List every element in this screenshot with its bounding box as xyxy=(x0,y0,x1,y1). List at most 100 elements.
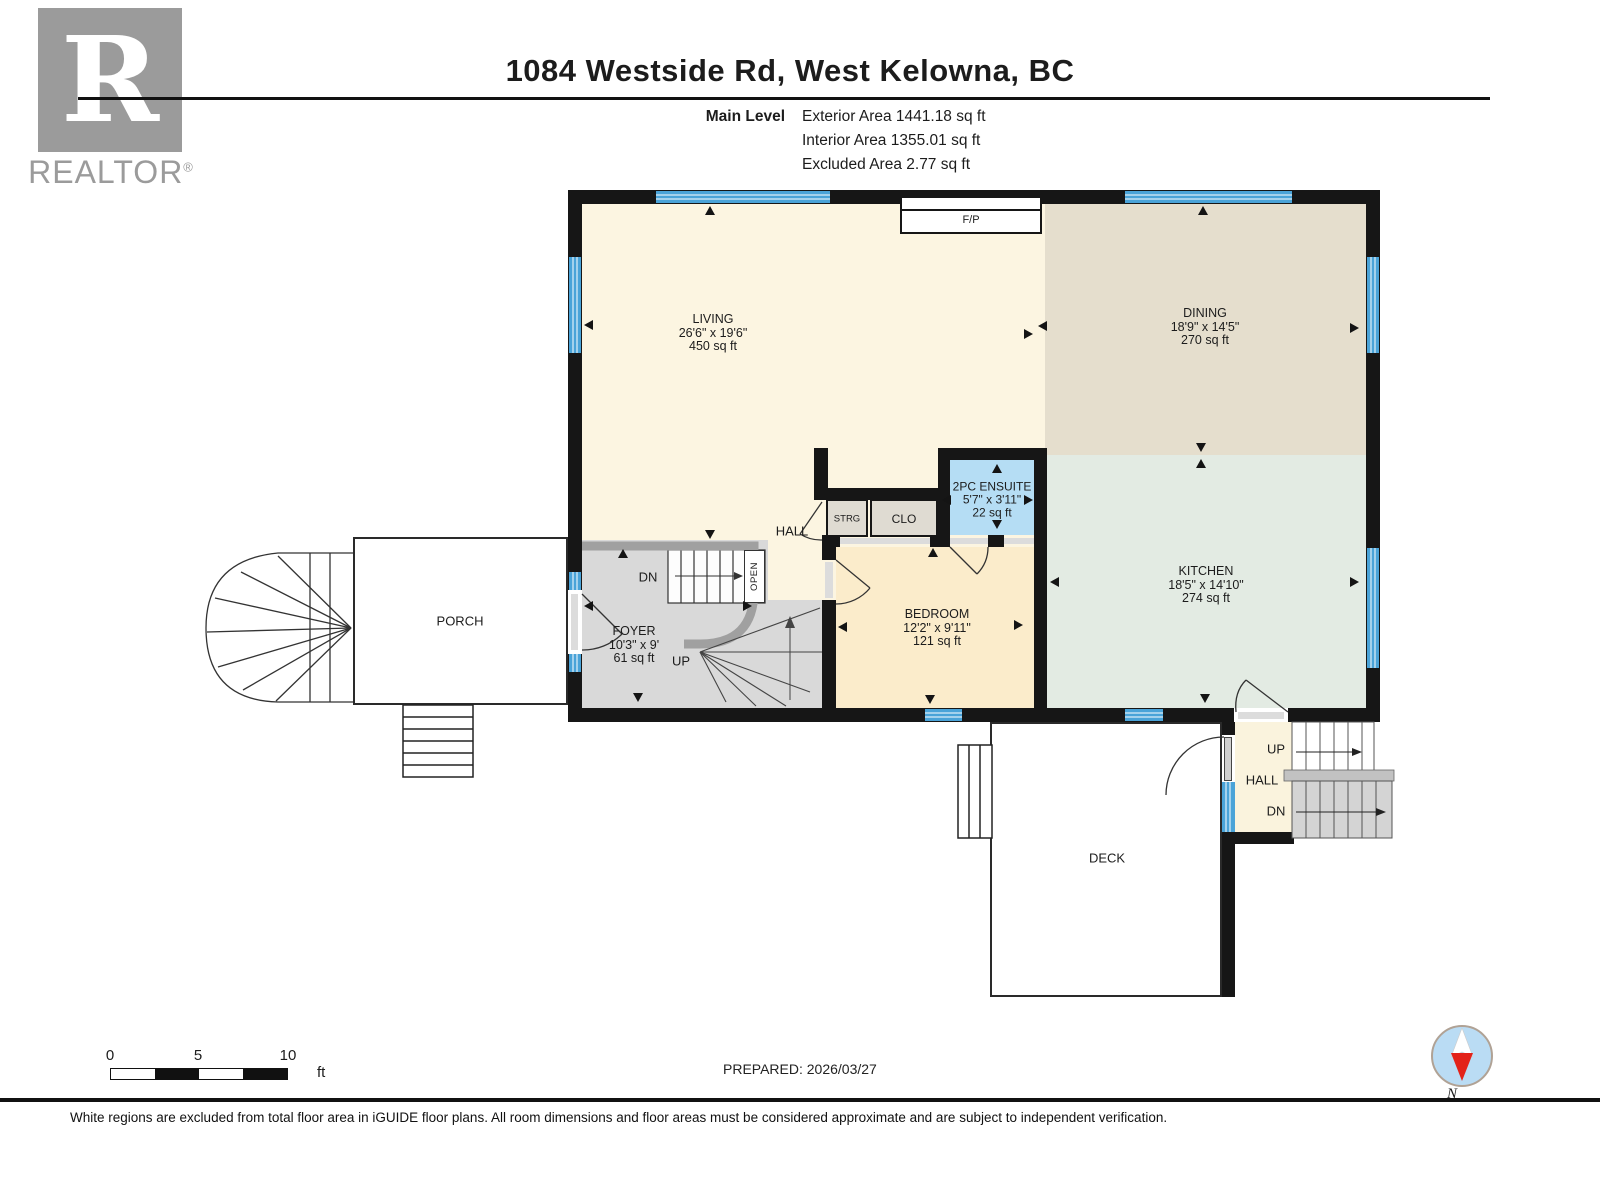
kitchen-area xyxy=(1047,455,1366,708)
level-label: Main Level xyxy=(705,108,785,125)
room-dimensions: 18'9" x 14'5" xyxy=(1170,319,1240,334)
direction-arrow-icon xyxy=(584,320,593,330)
compass-icon xyxy=(1431,1025,1493,1087)
porch-curved-stairs xyxy=(205,552,353,703)
room-area: 61 sq ft xyxy=(613,650,655,665)
window-foyer-sidelight-lower xyxy=(569,654,581,672)
window-living-left xyxy=(569,257,581,353)
fireplace: F/P xyxy=(900,196,1042,234)
disclaimer-text: White regions are excluded from total fl… xyxy=(70,1110,1168,1125)
scale-segment xyxy=(243,1069,287,1079)
title-underline xyxy=(78,97,1490,100)
prepared-date: PREPARED: 2026/03/27 xyxy=(723,1061,877,1077)
room-area: 22 sq ft xyxy=(972,505,1012,520)
direction-arrow-icon xyxy=(838,622,847,632)
scale-tick-5: 5 xyxy=(193,1047,203,1064)
room-area: 274 sq ft xyxy=(1182,590,1230,605)
threshold-bedroom-passage xyxy=(840,538,930,544)
wall-lower-hall-bottom xyxy=(1222,832,1294,844)
scale-bar xyxy=(110,1068,288,1080)
scale-tick-10: 10 xyxy=(279,1047,297,1064)
room-label-foyer: FOYER 10'3" x 9' 61 sq ft xyxy=(608,624,660,666)
room-area: 450 sq ft xyxy=(689,338,737,353)
wall-lower-hall-left-a xyxy=(1222,722,1235,735)
window-foyer-sidelight-upper xyxy=(569,572,581,590)
fireplace-hearth xyxy=(902,198,1040,211)
kitchen-door-threshold xyxy=(1238,712,1284,719)
interior-area: Interior Area 1355.01 sq ft xyxy=(802,132,981,149)
wall-closet-top xyxy=(814,488,940,500)
hall-label: HALL xyxy=(775,523,809,539)
wall-bedroom-top-c xyxy=(988,535,1004,547)
room-label-bedroom: BEDROOM 12'2" x 9'11" 121 sq ft xyxy=(903,607,971,649)
room-dimensions: 10'3" x 9' xyxy=(608,637,660,652)
room-label-ensuite: 2PC ENSUITE 5'7" x 3'11" 22 sq ft xyxy=(952,479,1032,520)
wall-bedroom-left-lower xyxy=(822,600,836,708)
room-dimensions: 26'6" x 19'6" xyxy=(678,325,748,340)
direction-arrow-icon xyxy=(1196,459,1206,468)
front-door-threshold xyxy=(571,594,578,650)
direction-arrow-icon xyxy=(1024,329,1033,339)
lower-up-label: UP xyxy=(1266,741,1286,757)
wall-deck-right xyxy=(1222,833,1235,997)
stairs-open-label: OPEN xyxy=(749,562,760,591)
window-kitchen-bottom xyxy=(1125,709,1163,721)
dining-area xyxy=(1045,204,1366,455)
stairs-open-box: OPEN xyxy=(744,550,765,603)
direction-arrow-icon xyxy=(1196,443,1206,452)
direction-arrow-icon xyxy=(928,548,938,557)
lower-dn-label: DN xyxy=(1266,803,1286,819)
room-label-dining: DINING 18'9" x 14'5" 270 sq ft xyxy=(1170,305,1240,348)
lower-hall-area xyxy=(1235,722,1292,832)
deck-label: DECK xyxy=(1088,850,1126,866)
threshold-bedroom-door xyxy=(825,562,833,598)
porch-steps xyxy=(402,704,474,778)
foyer-up-label: UP xyxy=(671,653,691,669)
room-name: LIVING xyxy=(692,311,734,326)
fireplace-label: F/P xyxy=(962,214,980,226)
lower-dn-stairs xyxy=(1283,769,1395,839)
room-dimensions: 18'5" x 14'10" xyxy=(1168,577,1244,592)
direction-arrow-icon xyxy=(1200,694,1210,703)
deck-side-steps xyxy=(957,744,993,839)
room-area: 121 sq ft xyxy=(913,633,961,648)
room-name: 2PC ENSUITE xyxy=(952,479,1032,494)
wall-bedroom-left-upper xyxy=(822,547,836,560)
room-area: 270 sq ft xyxy=(1181,332,1229,347)
deck-door-leaf xyxy=(1224,737,1232,781)
clothes-closet xyxy=(870,499,938,537)
window-lower-hall xyxy=(1222,782,1235,833)
direction-arrow-icon xyxy=(925,695,935,704)
lower-up-stairs xyxy=(1291,721,1375,779)
direction-arrow-icon xyxy=(1350,323,1359,333)
realtor-logo: R xyxy=(38,8,182,152)
closet-label: CLO xyxy=(891,512,917,526)
direction-arrow-icon xyxy=(743,601,752,611)
window-dining-right xyxy=(1367,257,1379,353)
exterior-area: Exterior Area 1441.18 sq ft xyxy=(802,108,986,125)
wall-bedroom-top-a xyxy=(822,535,840,547)
direction-arrow-icon xyxy=(633,693,643,702)
direction-arrow-icon xyxy=(1014,620,1023,630)
window-bedroom-bottom xyxy=(925,709,962,721)
scale-tick-0: 0 xyxy=(105,1047,115,1064)
threshold-ensuite-door xyxy=(950,538,988,544)
room-name: DINING xyxy=(1183,305,1227,320)
page-title: 1084 Westside Rd, West Kelowna, BC xyxy=(505,53,1075,88)
porch-label: PORCH xyxy=(436,613,484,629)
hall-passage-area xyxy=(768,540,822,600)
direction-arrow-icon xyxy=(1038,321,1047,331)
wall-kitchen-left xyxy=(1034,448,1047,708)
room-name: KITCHEN xyxy=(1178,563,1234,578)
direction-arrow-icon xyxy=(1050,577,1059,587)
direction-arrow-icon xyxy=(705,530,715,539)
room-label-kitchen: KITCHEN 18'5" x 14'10" 274 sq ft xyxy=(1168,563,1244,606)
foyer-dn-label: DN xyxy=(638,569,658,585)
wall-exterior-bottom xyxy=(568,708,1380,722)
footer-rule xyxy=(0,1098,1600,1102)
direction-arrow-icon xyxy=(992,464,1002,473)
direction-arrow-icon xyxy=(618,549,628,558)
scale-segment xyxy=(111,1069,155,1079)
realtor-wordmark: REALTOR® xyxy=(20,154,202,191)
